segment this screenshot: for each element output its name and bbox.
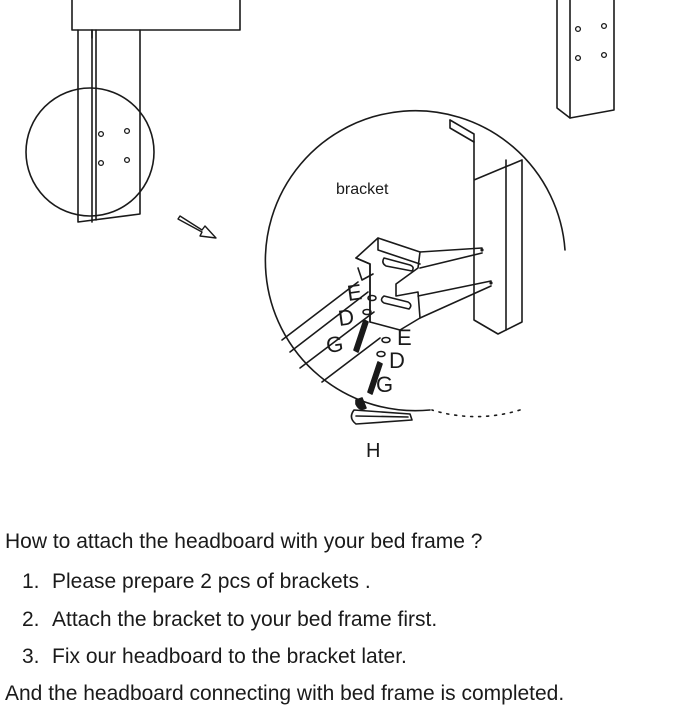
step-3: 3. Fix our headboard to the bracket later… xyxy=(22,645,407,669)
label-d-upper: D xyxy=(336,304,355,331)
assembly-illustration: bracket E D G E D G H xyxy=(25,0,615,462)
step-1: 1. Please prepare 2 pcs of brackets . xyxy=(22,570,371,594)
bracket-detail-circle xyxy=(264,109,566,425)
label-g-lower: G xyxy=(376,372,393,397)
label-g-upper: G xyxy=(324,331,344,358)
headboard-left-leg xyxy=(71,0,241,223)
leg-detail-circle xyxy=(25,87,155,217)
label-bracket: bracket xyxy=(336,181,389,198)
label-d-lower: D xyxy=(389,348,405,373)
step-number: 3. xyxy=(22,645,40,668)
step-text: Fix our headboard to the bracket later. xyxy=(52,645,407,668)
zoom-arrow-icon xyxy=(177,215,217,239)
label-e-upper: E xyxy=(345,279,363,306)
instructions-question: How to attach the headboard with your be… xyxy=(5,530,483,553)
instructions-conclusion: And the headboard connecting with bed fr… xyxy=(5,682,565,705)
step-2: 2. Attach the bracket to your bed frame f… xyxy=(22,608,437,632)
step-number: 1. xyxy=(22,570,40,593)
step-text: Please prepare 2 pcs of brackets . xyxy=(52,570,371,593)
step-number: 2. xyxy=(22,608,40,631)
headboard-right-post xyxy=(556,0,615,119)
label-h: H xyxy=(366,440,380,462)
label-e-lower: E xyxy=(397,325,412,350)
step-text: Attach the bracket to your bed frame fir… xyxy=(52,608,438,631)
